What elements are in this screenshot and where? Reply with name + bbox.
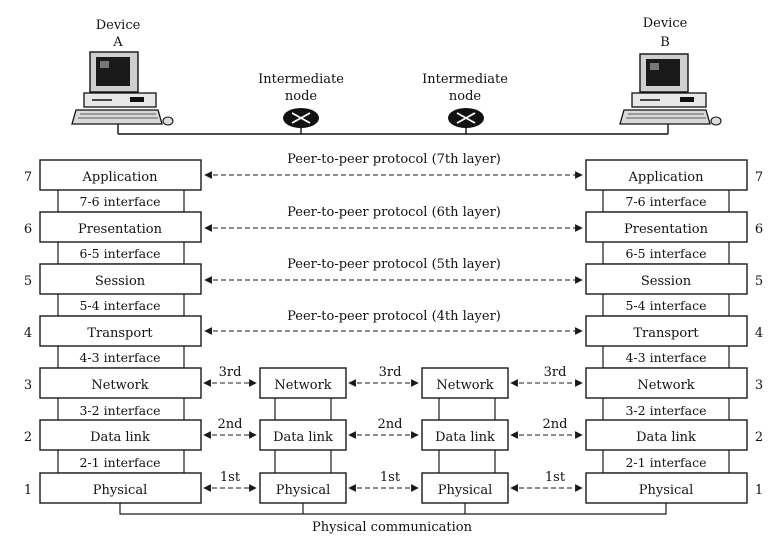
hop-1-label-a: 1st xyxy=(220,470,241,485)
device-b-interface-4-3: 4-3 interface xyxy=(625,350,706,365)
device-b-layer-2-box xyxy=(585,419,748,451)
device-b-layer-1-label: Physical xyxy=(639,483,693,498)
hop-1-label-c: 1st xyxy=(545,470,566,485)
device-a-interface-4-3: 4-3 interface xyxy=(79,350,160,365)
layer-number-right-6: 6 xyxy=(755,222,763,237)
intermediate-node-1-word: node xyxy=(285,89,318,104)
layer-number-left-3: 3 xyxy=(24,378,32,393)
node-2-network-label: Network xyxy=(436,378,493,393)
device-a-layer-5-box xyxy=(39,263,202,295)
physical-communication-label: Physical communication xyxy=(312,520,473,535)
device-a-interface-3-2: 3-2 interface xyxy=(79,403,160,418)
device-b-layer-2-label: Data link xyxy=(636,430,696,445)
device-b-layer-1-box xyxy=(585,472,748,504)
device-a-interface-6-5: 6-5 interface xyxy=(79,246,160,261)
intermediate-node-1-stack: Network Data link Physical xyxy=(259,367,347,504)
device-a-layer-2-label: Data link xyxy=(90,430,150,445)
device-a-layer-6-label: Presentation xyxy=(78,222,163,237)
device-a-interface-7-6: 7-6 interface xyxy=(79,194,160,209)
device-a-stack: Application Presentation Session Transpo… xyxy=(39,159,202,504)
peer-protocols: Peer-to-peer protocol (7th layer) Peer-t… xyxy=(204,152,583,335)
node-2-datalink-box xyxy=(421,419,509,451)
device-a-layer-7-label: Application xyxy=(82,170,159,185)
layer-numbers: 7 6 5 4 3 2 1 7 6 5 4 3 2 1 xyxy=(24,170,763,498)
device-b-layer-4-label: Transport xyxy=(633,326,699,341)
device-a-layer-2-box xyxy=(39,419,202,451)
device-b-layer-3-label: Network xyxy=(637,378,694,393)
physical-communication-line xyxy=(119,503,667,515)
device-a-layer-3-box xyxy=(39,367,202,399)
device-a-layer-4-box xyxy=(39,315,202,347)
layer-number-left-6: 6 xyxy=(24,222,32,237)
computer-b-icon xyxy=(619,53,722,126)
layer-number-left-5: 5 xyxy=(24,274,32,289)
layer-number-right-5: 5 xyxy=(755,274,763,289)
node-2-network-box xyxy=(421,367,509,399)
device-b-layer-3-box xyxy=(585,367,748,399)
device-b-layer-5-label: Session xyxy=(641,274,692,289)
router-2-icon xyxy=(448,108,484,134)
device-a-layer-3-label: Network xyxy=(91,378,148,393)
hop-2-label-c: 2nd xyxy=(543,417,568,432)
intermediate-node-2-label: Intermediate xyxy=(422,72,508,87)
layer-number-left-4: 4 xyxy=(24,326,32,341)
node-1-datalink-label: Data link xyxy=(273,430,333,445)
layer-number-right-4: 4 xyxy=(755,326,763,341)
node-2-physical-label: Physical xyxy=(438,483,492,498)
device-a-layer-5-label: Session xyxy=(95,274,146,289)
intermediate-node-1-label: Intermediate xyxy=(258,72,344,87)
device-b-letter: B xyxy=(660,35,670,50)
protocol-label-7: Peer-to-peer protocol (7th layer) xyxy=(287,152,501,167)
computer-a-icon xyxy=(71,51,174,126)
device-b-interface-6-5: 6-5 interface xyxy=(625,246,706,261)
node-1-network-box xyxy=(259,367,347,399)
layer-number-right-2: 2 xyxy=(755,430,763,445)
device-a-layer-1-box xyxy=(39,472,202,504)
device-a-layer-7-box xyxy=(39,159,202,191)
device-b-layer-7-box xyxy=(585,159,748,191)
protocol-label-5: Peer-to-peer protocol (5th layer) xyxy=(287,257,501,272)
hop-2-label-a: 2nd xyxy=(218,417,243,432)
hop-1-label-b: 1st xyxy=(380,470,401,485)
hop-2-label-b: 2nd xyxy=(378,417,403,432)
layer-number-right-1: 1 xyxy=(755,483,763,498)
layer-number-left-1: 1 xyxy=(24,483,32,498)
device-b-label: Device xyxy=(643,16,688,31)
device-b-interface-2-1: 2-1 interface xyxy=(625,455,706,470)
device-a-layer-4-label: Transport xyxy=(87,326,153,341)
device-b-layer-6-box xyxy=(585,211,748,243)
device-a-interface-5-4: 5-4 interface xyxy=(79,298,160,313)
device-a-interface-2-1: 2-1 interface xyxy=(79,455,160,470)
layer-number-left-2: 2 xyxy=(24,430,32,445)
hop-3-label-b: 3rd xyxy=(379,365,402,380)
device-b-stack: Application Presentation Session Transpo… xyxy=(585,159,748,504)
device-a-label: Device xyxy=(96,18,141,33)
node-2-datalink-label: Data link xyxy=(435,430,495,445)
node-1-datalink-box xyxy=(259,419,347,451)
protocol-label-4: Peer-to-peer protocol (4th layer) xyxy=(287,309,501,324)
protocol-label-6: Peer-to-peer protocol (6th layer) xyxy=(287,205,501,220)
layer-number-left-7: 7 xyxy=(24,170,32,185)
layer-number-right-7: 7 xyxy=(755,170,763,185)
hop-3-label-a: 3rd xyxy=(219,365,242,380)
hop-links: 3rd 3rd 3rd 2nd 2nd 2nd 1st 1st 1st xyxy=(203,365,583,492)
device-a-layer-6-box xyxy=(39,211,202,243)
device-b-interface-3-2: 3-2 interface xyxy=(625,403,706,418)
device-a-layer-1-label: Physical xyxy=(93,483,147,498)
node-1-network-label: Network xyxy=(274,378,331,393)
device-b-interface-7-6: 7-6 interface xyxy=(625,194,706,209)
intermediate-node-2-word: node xyxy=(449,89,482,104)
device-b-layer-6-label: Presentation xyxy=(624,222,709,237)
layer-number-right-3: 3 xyxy=(755,378,763,393)
device-b-layer-5-box xyxy=(585,263,748,295)
device-a-letter: A xyxy=(112,35,123,50)
device-b-layer-4-box xyxy=(585,315,748,347)
device-b-interface-5-4: 5-4 interface xyxy=(625,298,706,313)
node-1-physical-label: Physical xyxy=(276,483,330,498)
intermediate-node-2-stack: Network Data link Physical xyxy=(421,367,509,504)
router-1-icon xyxy=(283,108,319,134)
hop-3-label-c: 3rd xyxy=(544,365,567,380)
device-b-layer-7-label: Application xyxy=(628,170,705,185)
